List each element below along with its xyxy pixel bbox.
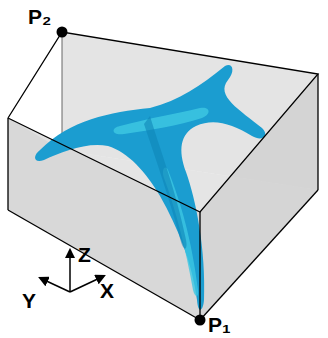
hidden-edge: [62, 32, 63, 150]
corner-dot: [57, 27, 68, 38]
axis-label: Y: [22, 290, 36, 311]
point-label: P₂: [28, 6, 51, 27]
point-label: P₁: [208, 314, 231, 335]
axes: [40, 250, 104, 292]
axis-label: Z: [78, 244, 91, 265]
box-edges: [8, 32, 318, 320]
corner-dot: [195, 315, 206, 326]
axis-label: X: [100, 280, 114, 301]
